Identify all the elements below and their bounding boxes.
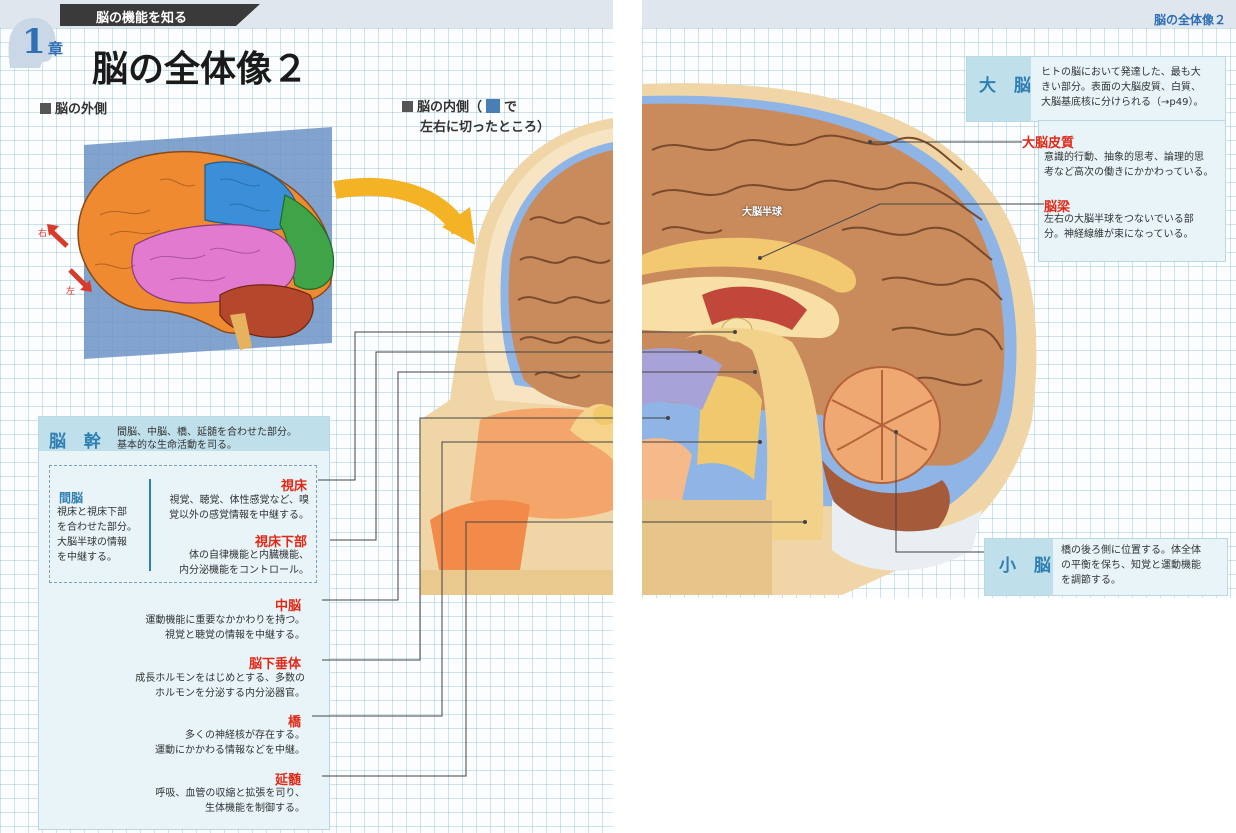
corpus-callosum-term: 脳梁 <box>1044 200 1071 215</box>
chapter-suffix: 章 <box>48 40 64 58</box>
cerebrum-desc-2: きい部分。表面の大脳皮質、白質、 <box>1041 82 1201 93</box>
square-bullet-icon <box>402 101 413 112</box>
pons-desc-1: 多くの神経核が存在する。 <box>185 730 305 741</box>
hypothalamus-desc-2: 内分泌機能をコントロール。 <box>179 565 309 576</box>
brain-cross-section-right <box>642 83 1037 595</box>
pituitary-term: 脳下垂体 <box>248 657 301 672</box>
cortex-term: 大脳皮質 <box>1022 136 1075 151</box>
section-tab: 脳の機能を知る <box>60 4 260 26</box>
midbrain-term: 中脳 <box>274 599 301 614</box>
brainstem-title: 脳 幹 <box>49 432 107 452</box>
plane-swatch-icon <box>486 99 501 113</box>
pons-desc-2: 運動にかかわる情報などを中継。 <box>155 745 305 756</box>
hypothalamus-desc-1: 体の自律機能と内臓機能、 <box>189 550 309 561</box>
brainstem-box: 脳 幹 間脳、中脳、橋、延髄を合わせた部分。 基本的な生命活動を司る。 間脳 視… <box>38 416 330 830</box>
diencephalon-desc-1: 視床と視床下部 <box>57 507 127 518</box>
pons-term: 橋 <box>287 715 301 730</box>
corpus-callosum-desc-2: 分。神経線維が束になっている。 <box>1044 229 1194 240</box>
diencephalon-divider <box>149 479 151 571</box>
hemisphere-label: 大脳半球 <box>742 207 782 218</box>
right-arrow-icon <box>47 224 69 248</box>
hypothalamus-term: 視床下部 <box>254 535 307 550</box>
medulla-desc-2: 生体機能を制御する。 <box>205 803 305 814</box>
corpus-callosum-desc-1: 左右の大脳半球をつないでいる部 <box>1044 214 1194 225</box>
chapter-number: 1 <box>22 22 46 62</box>
left-direction-label: 左 <box>66 287 76 297</box>
thalamus-term: 視床 <box>280 479 307 494</box>
cerebellum-desc-3: を調節する。 <box>1061 575 1121 586</box>
right-header-band <box>642 0 1236 28</box>
brainstem-box-head <box>39 417 329 451</box>
cerebellum-box-head <box>985 539 1053 595</box>
cerebrum-box-head <box>967 57 1031 121</box>
cerebrum-box: 大 脳 ヒトの脳において発達した、最も大 きい部分。表面の大脳皮質、白質、 大脳… <box>966 56 1226 122</box>
inner-view-label: 脳の内側（で 左右に切ったところ） <box>402 98 550 138</box>
thalamus-desc-2: 覚以外の感覚情報を中継する。 <box>169 510 309 521</box>
cerebellum-desc-2: の平衡を保ち、知覚と運動機能 <box>1061 560 1201 571</box>
right-section-tab: 脳の全体像２ <box>1118 8 1236 28</box>
diencephalon-term: 間脳 <box>59 491 84 505</box>
midbrain-desc-2: 視覚と聴覚の情報を中継する。 <box>165 630 305 641</box>
cerebellum-title: 小 脳 <box>999 556 1057 576</box>
outer-brain-illustration <box>77 127 334 359</box>
page-title: 脳の全体像２ <box>92 48 309 90</box>
outer-view-label: 脳の外側 <box>40 98 107 117</box>
diencephalon-desc-2: を合わせた部分。 <box>57 522 137 533</box>
left-arrow-icon <box>68 268 92 292</box>
cerebellum-desc-1: 橋の後ろ側に位置する。体全体 <box>1061 545 1201 556</box>
section-tab-label: 脳の機能を知る <box>96 11 188 26</box>
cerebellum-box: 小 脳 橋の後ろ側に位置する。体全体 の平衡を保ち、知覚と運動機能 を調節する。 <box>984 538 1228 596</box>
brain-cross-section-left <box>420 118 613 595</box>
cerebrum-desc-3: 大脳基底核に分けられる（→p49）。 <box>1041 97 1204 108</box>
cortex-desc-1: 意識的行動、抽象的思考、論理的思 <box>1044 152 1204 163</box>
diencephalon-desc-3: 大脳半球の情報 <box>57 537 127 548</box>
medulla-term: 延髄 <box>274 773 301 788</box>
cerebrum-detail-box <box>1038 120 1226 262</box>
midbrain-desc-1: 運動機能に重要なかかわりを持つ。 <box>145 615 305 626</box>
pituitary-desc-2: ホルモンを分泌する内分泌器官。 <box>155 688 305 699</box>
cerebrum-title: 大 脳 <box>979 76 1037 96</box>
curved-arrow-icon <box>333 178 475 245</box>
square-bullet-icon <box>40 103 51 114</box>
cerebrum-desc-1: ヒトの脳において発達した、最も大 <box>1041 67 1201 78</box>
pituitary-desc-1: 成長ホルモンをはじめとする、多数の <box>135 673 305 684</box>
medulla-desc-1: 呼吸、血管の収縮と拡張を司り、 <box>155 788 305 799</box>
thalamus-desc-1: 視覚、聴覚、体性感覚など、嗅 <box>169 495 310 506</box>
brainstem-desc-2: 基本的な生命活動を司る。 <box>117 440 237 451</box>
right-direction-label: 右 <box>38 229 48 239</box>
chapter-badge: 1 章 <box>2 10 64 72</box>
head-silhouette-icon <box>8 17 59 68</box>
brainstem-desc-1: 間脳、中脳、橋、延髄を合わせた部分。 <box>117 427 297 438</box>
diencephalon-desc-4: を中継する。 <box>57 552 117 563</box>
right-section-tab-label: 脳の全体像２ <box>1153 13 1226 27</box>
cortex-desc-2: 考など高次の働きにかかわっている。 <box>1044 167 1214 178</box>
